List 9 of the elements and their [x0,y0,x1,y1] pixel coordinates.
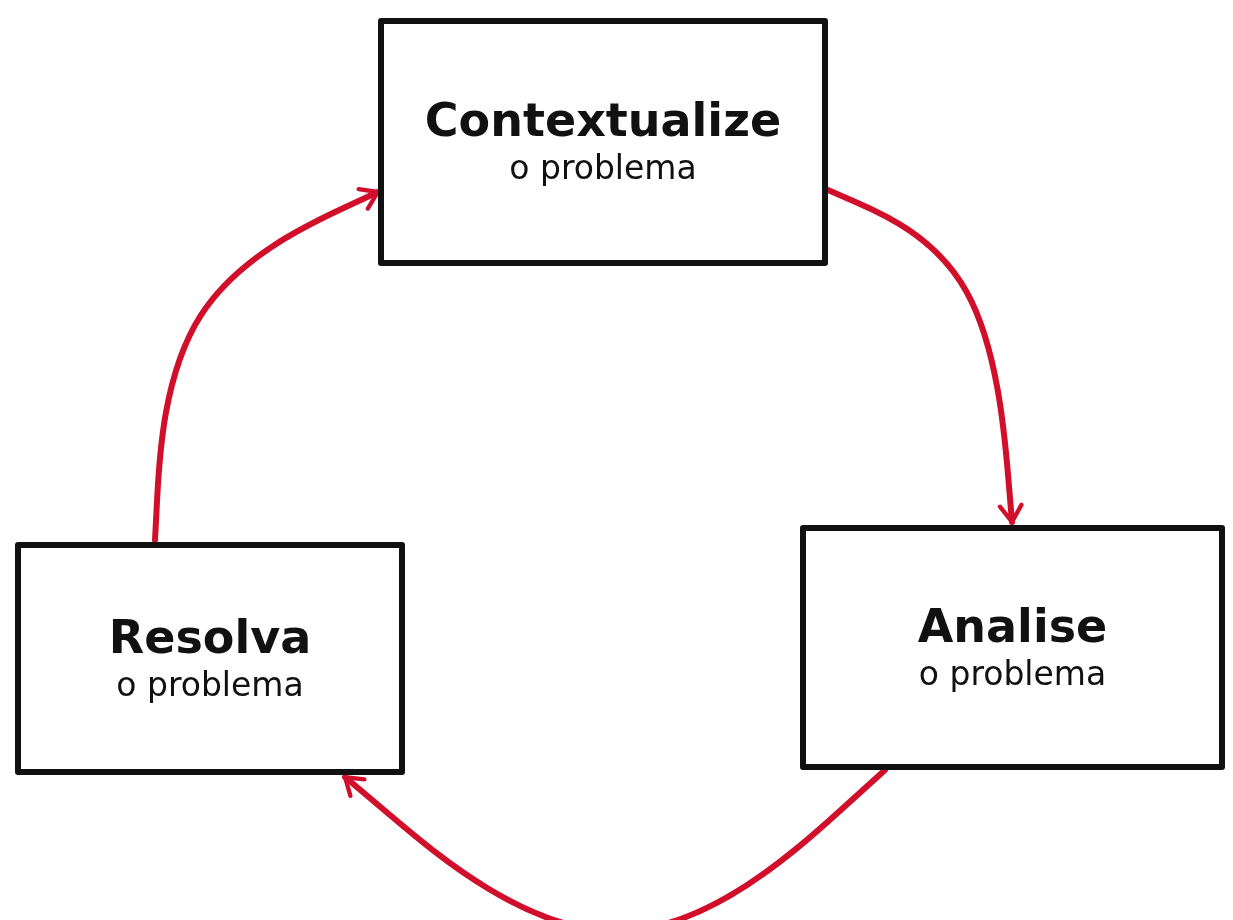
step-subtitle: o problema [918,652,1107,695]
step-title: Resolva [108,610,312,664]
step-title: Analise [917,599,1108,653]
process-box [378,18,828,266]
step-subtitle: o problema [509,147,697,189]
step-title: Contextualize [424,94,782,147]
process-box [800,525,1225,770]
step-subtitle: o problema [116,663,304,706]
process-box [15,542,405,775]
